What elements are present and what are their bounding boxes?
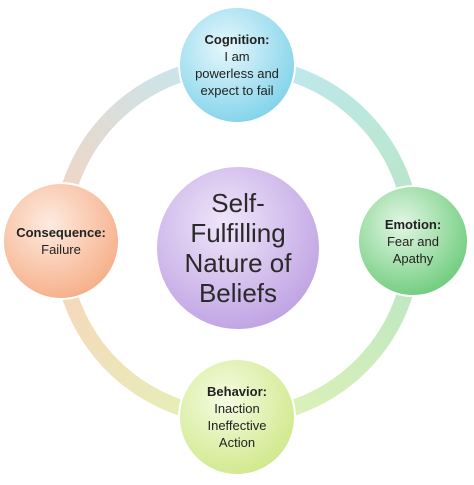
center-line-2: Fulfilling (190, 218, 286, 248)
center-label: Self- Fulfilling Nature of Beliefs (155, 173, 321, 323)
emotion-line-1: Fear and (386, 233, 440, 249)
consequence-line-1: Failure (41, 242, 81, 257)
emotion-line-2: Apathy (392, 250, 434, 266)
center-line-1: Self- (211, 188, 265, 218)
cognition-circle (178, 6, 296, 124)
behavior-node: Behavior: Inaction Ineffective Action (187, 380, 287, 454)
center-line-3: Nature of (184, 248, 292, 278)
cognition-node: Cognition: I am powerless and expect to … (182, 30, 292, 100)
cognition-line-1: I am (224, 49, 250, 64)
behavior-circle (178, 358, 296, 476)
center-circle (155, 165, 321, 331)
behavior-line-3: Action (218, 435, 256, 450)
cognition-line-3: expect to fail (200, 83, 274, 98)
emotion-heading: Emotion: (384, 216, 442, 232)
center-line-4: Beliefs (198, 278, 278, 308)
behavior-line-1: Inaction (214, 401, 260, 416)
cognition-heading: Cognition: (204, 32, 270, 47)
emotion-circle (357, 185, 469, 297)
consequence-circle (2, 182, 120, 300)
emotion-node: Emotion: Fear and Apathy (364, 215, 462, 267)
behavior-line-2: Ineffective (207, 418, 267, 433)
consequence-heading: Consequence: (16, 225, 106, 240)
consequence-node: Consequence: Failure (6, 222, 116, 260)
behavior-heading: Behavior: (207, 384, 267, 399)
cognition-line-2: powerless and (195, 66, 279, 81)
